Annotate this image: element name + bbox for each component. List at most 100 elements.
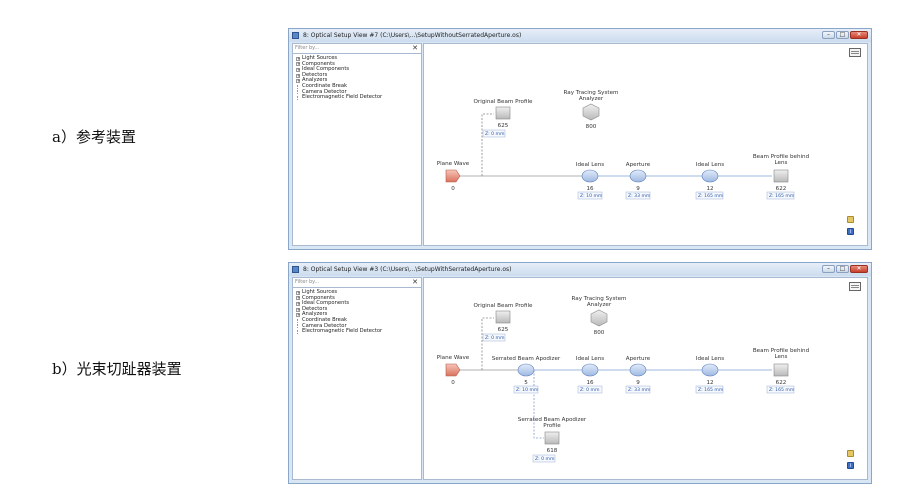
optical-setup-window-a: 8: Optical Setup View #7 (C:\Users\...\S… bbox=[288, 28, 872, 250]
aperture-label: Aperture bbox=[626, 162, 651, 168]
expand-icon[interactable]: + bbox=[296, 312, 301, 318]
expand-icon[interactable]: + bbox=[296, 300, 301, 306]
tree-item-camera-detector[interactable]: Camera Detector bbox=[296, 323, 421, 330]
expand-icon[interactable]: + bbox=[296, 55, 301, 61]
tree-item-ideal-components[interactable]: +Ideal Components bbox=[296, 66, 350, 73]
toolbox-icon[interactable] bbox=[849, 48, 861, 57]
lens2-tag-text: Z: 165 mm bbox=[698, 193, 724, 199]
profile-tag bbox=[482, 333, 506, 342]
detector-tag bbox=[766, 191, 795, 200]
tree-item-em-field-detector[interactable]: Electromagnetic Field Detector bbox=[296, 95, 421, 101]
expand-icon[interactable]: + bbox=[296, 295, 301, 301]
tree-item-light-sources[interactable]: +Light Sources bbox=[296, 55, 338, 61]
lens2-tag-text: Z: 165 mm bbox=[698, 387, 724, 393]
lens1-label: Ideal Lens bbox=[576, 356, 604, 362]
aperture-node-a[interactable] bbox=[629, 169, 647, 183]
profile-node-a[interactable] bbox=[495, 106, 511, 120]
source-node-a[interactable] bbox=[445, 169, 461, 183]
window-title-bar[interactable]: 8: Optical Setup View #7 (C:\Users\...\S… bbox=[289, 29, 871, 42]
maximize-button[interactable]: □ bbox=[836, 31, 849, 39]
filter-placeholder: Filter by... bbox=[295, 279, 320, 285]
filter-input[interactable]: Filter by... ✕ bbox=[293, 44, 421, 54]
lens1-node-a[interactable] bbox=[581, 169, 599, 183]
analyzer-node-b[interactable] bbox=[590, 309, 608, 327]
aperture-node-b[interactable] bbox=[629, 363, 647, 377]
expand-icon[interactable]: + bbox=[296, 306, 301, 312]
lens1-node-b[interactable] bbox=[581, 363, 599, 377]
clear-filter-icon[interactable]: ✕ bbox=[412, 278, 418, 286]
lens1-tag bbox=[577, 385, 603, 394]
tree-item-em-field-detector[interactable]: Electromagnetic Field Detector bbox=[296, 329, 421, 335]
aperture-tag bbox=[625, 191, 651, 200]
lens2-node-a[interactable] bbox=[701, 169, 719, 183]
tree-item-detectors[interactable]: +Detectors bbox=[296, 71, 328, 78]
detector-label2: Lens bbox=[775, 160, 788, 166]
detector-id: 622 bbox=[776, 186, 787, 192]
expand-icon[interactable]: + bbox=[296, 78, 301, 84]
apod-profile-tag bbox=[532, 454, 556, 463]
detector-label1: Beam Profile behind bbox=[753, 154, 810, 160]
setup-canvas[interactable]: i Plane Wave 0 Original Beam Profile 625… bbox=[423, 43, 868, 246]
setup-diagram: Plane Wave 0 Original Beam Profile 625 Z… bbox=[437, 296, 810, 463]
lens2-node-b[interactable] bbox=[701, 363, 719, 377]
detector-tag bbox=[766, 385, 795, 394]
minimize-button[interactable]: – bbox=[822, 31, 835, 39]
filter-input[interactable]: Filter by... ✕ bbox=[293, 278, 421, 288]
setup-diagram: Plane Wave 0 Original Beam Profile 625 Z… bbox=[437, 90, 810, 200]
window-title-bar[interactable]: 8: Optical Setup View #3 (C:\Users\...\S… bbox=[289, 263, 871, 276]
analyzer-label1: Ray Tracing System bbox=[572, 296, 627, 302]
apodizer-label: Serrated Beam Apodizer bbox=[492, 356, 561, 362]
setup-canvas[interactable]: i Plane Wave 0 Original Beam Profile 625 bbox=[423, 277, 868, 480]
lens2-id: 12 bbox=[706, 186, 713, 192]
expand-icon[interactable]: + bbox=[296, 66, 301, 72]
profile-link bbox=[481, 113, 494, 176]
analyzer-node-a[interactable] bbox=[582, 103, 600, 121]
catalog-sidebar: Filter by... ✕ +Light Sources +Component… bbox=[292, 43, 422, 246]
catalog-sidebar: Filter by... ✕ +Light Sources +Component… bbox=[292, 277, 422, 480]
tree-item-coordinate-break[interactable]: Coordinate Break bbox=[296, 317, 421, 324]
expand-icon[interactable]: + bbox=[296, 72, 301, 78]
minimize-button[interactable]: – bbox=[822, 265, 835, 273]
clear-filter-icon[interactable]: ✕ bbox=[412, 44, 418, 52]
info-icon[interactable]: i bbox=[847, 228, 854, 235]
aperture-tag bbox=[625, 385, 651, 394]
info-icon[interactable]: i bbox=[847, 462, 854, 469]
lens2-label: Ideal Lens bbox=[696, 162, 724, 168]
tree-item-coordinate-break[interactable]: Coordinate Break bbox=[296, 83, 421, 90]
catalog-tree: +Light Sources +Components +Ideal Compon… bbox=[293, 54, 421, 101]
apod-profile-node-b[interactable] bbox=[544, 431, 560, 445]
apodizer-tag bbox=[513, 385, 539, 394]
profile-node-b[interactable] bbox=[495, 310, 511, 324]
tree-item-analyzers[interactable]: +Analyzers bbox=[296, 311, 328, 318]
tree-item-camera-detector[interactable]: Camera Detector bbox=[296, 89, 421, 96]
lens1-label: Ideal Lens bbox=[576, 162, 604, 168]
toolbox-icon[interactable] bbox=[849, 282, 861, 291]
expand-icon[interactable]: + bbox=[296, 289, 301, 295]
source-node-b[interactable] bbox=[445, 363, 461, 377]
window-title: 8: Optical Setup View #3 (C:\Users\...\S… bbox=[303, 266, 512, 273]
apodizer-node-b[interactable] bbox=[517, 363, 535, 377]
tree-item-light-sources[interactable]: +Light Sources bbox=[296, 289, 338, 295]
note-icon[interactable] bbox=[847, 450, 854, 457]
catalog-tree: +Light Sources +Components +Ideal Compon… bbox=[293, 288, 421, 335]
tree-item-analyzers[interactable]: +Analyzers bbox=[296, 77, 328, 84]
tree-item-detectors[interactable]: +Detectors bbox=[296, 305, 328, 312]
tree-item-components[interactable]: +Components bbox=[296, 294, 335, 301]
aperture-id: 9 bbox=[636, 380, 640, 386]
expand-icon[interactable]: + bbox=[296, 61, 301, 67]
close-button[interactable]: ✕ bbox=[850, 31, 868, 39]
tree-item-ideal-components[interactable]: +Ideal Components bbox=[296, 300, 350, 307]
lens1-tag-text: Z: 0 mm bbox=[580, 387, 600, 393]
close-button[interactable]: ✕ bbox=[850, 265, 868, 273]
tree-item-components[interactable]: +Components bbox=[296, 60, 335, 67]
lens2-id: 12 bbox=[706, 380, 713, 386]
maximize-button[interactable]: □ bbox=[836, 265, 849, 273]
source-id: 0 bbox=[451, 186, 455, 192]
note-icon[interactable] bbox=[847, 216, 854, 223]
profile-tag-text: Z: 0 mm bbox=[485, 131, 505, 137]
lens2-tag bbox=[695, 385, 724, 394]
detector-node-b[interactable] bbox=[773, 363, 789, 377]
lens1-tag-text: Z: 10 mm bbox=[580, 193, 603, 199]
detector-node-a[interactable] bbox=[773, 169, 789, 183]
profile-label: Original Beam Profile bbox=[474, 303, 534, 309]
